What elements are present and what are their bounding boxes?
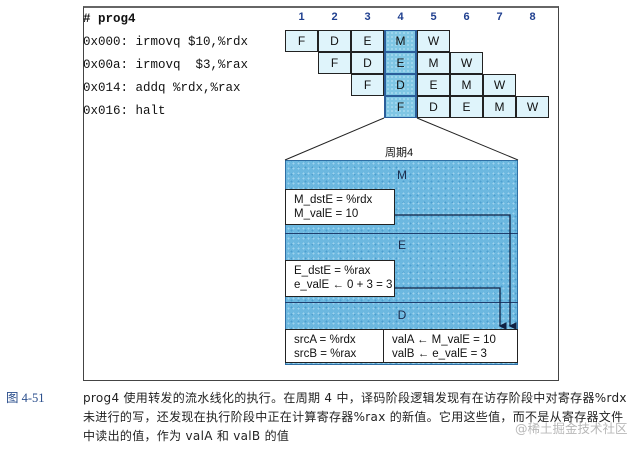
program-line: 0x014: addq %rdx,%rax xyxy=(83,81,241,95)
figure-number: 图 4-51 xyxy=(6,391,45,405)
e-dste-line: E_dstE = %rax xyxy=(294,265,371,277)
d-stage-val-box: valA ← M_valE = 10 valB ← e_valE = 3 xyxy=(383,329,518,363)
stage-label-d: D xyxy=(397,308,407,322)
cycle-number: 4 xyxy=(397,11,404,23)
d-stage-src-box: srcA = %rdx srcB = %rax xyxy=(285,329,384,363)
stage-label-m: M xyxy=(397,168,407,182)
m-dste-line: M_dstE = %rdx xyxy=(294,194,373,206)
pipeline-cell: F xyxy=(318,52,351,74)
pipeline-cell: F xyxy=(285,30,318,52)
cycle-number: 1 xyxy=(298,11,305,23)
program-line: 0x000: irmovq $10,%rdx xyxy=(83,35,249,49)
pipeline-cell-highlighted: D xyxy=(384,74,417,96)
pipeline-cell: F xyxy=(351,74,384,96)
pipeline-cell: D xyxy=(351,52,384,74)
pipeline-cell-highlighted: E xyxy=(384,52,417,74)
srca-line: srcA = %rdx xyxy=(294,334,356,346)
srcb-line: srcB = %rax xyxy=(294,348,357,360)
pipeline-cell-highlighted: M xyxy=(384,30,417,52)
caption-text: prog4 使用转发的流水线化的执行。在周期 4 中，译码阶段逻辑发现有在访存阶… xyxy=(83,391,627,443)
pipeline-cell: M xyxy=(450,74,483,96)
pipeline-cell: W xyxy=(483,74,516,96)
pipeline-cell: D xyxy=(417,96,450,118)
pipeline-cell: E xyxy=(450,96,483,118)
pipeline-cell: W xyxy=(516,96,549,118)
cycle-number: 5 xyxy=(430,11,437,23)
watermark: @稀土掘金技术社区 xyxy=(515,421,628,436)
cycle-number: 2 xyxy=(331,11,338,23)
valb-line: valB ← e_valE = 3 xyxy=(392,348,487,360)
e-stage-box: E_dstE = %rax e_valE ← 0 + 3 = 3 xyxy=(285,260,395,297)
cycle-number: 3 xyxy=(364,11,371,23)
pipeline-cell: D xyxy=(318,30,351,52)
program-line: 0x016: halt xyxy=(83,104,166,118)
vala-line: valA ← M_valE = 10 xyxy=(392,334,496,346)
cycle-number: 7 xyxy=(496,11,503,23)
stage-divider xyxy=(285,233,518,234)
pipeline-cell: M xyxy=(483,96,516,118)
m-vale-line: M_valE = 10 xyxy=(294,208,359,220)
cycle-number: 8 xyxy=(529,11,536,23)
m-stage-box: M_dstE = %rdx M_valE = 10 xyxy=(285,189,395,225)
pipeline-cell: E xyxy=(417,74,450,96)
pipeline-cell: W xyxy=(450,52,483,74)
panel-title: 周期4 xyxy=(385,147,414,159)
pipeline-cell: M xyxy=(417,52,450,74)
pipeline-cell-highlighted: F xyxy=(384,96,417,118)
pipeline-cell: E xyxy=(351,30,384,52)
stage-divider xyxy=(285,302,518,303)
stage-label-e: E xyxy=(397,238,406,252)
program-line: 0x00a: irmovq $3,%rax xyxy=(83,58,249,72)
cycle-number: 6 xyxy=(463,11,470,23)
pipeline-cell: W xyxy=(417,30,450,52)
program-title: # prog4 xyxy=(83,12,136,26)
